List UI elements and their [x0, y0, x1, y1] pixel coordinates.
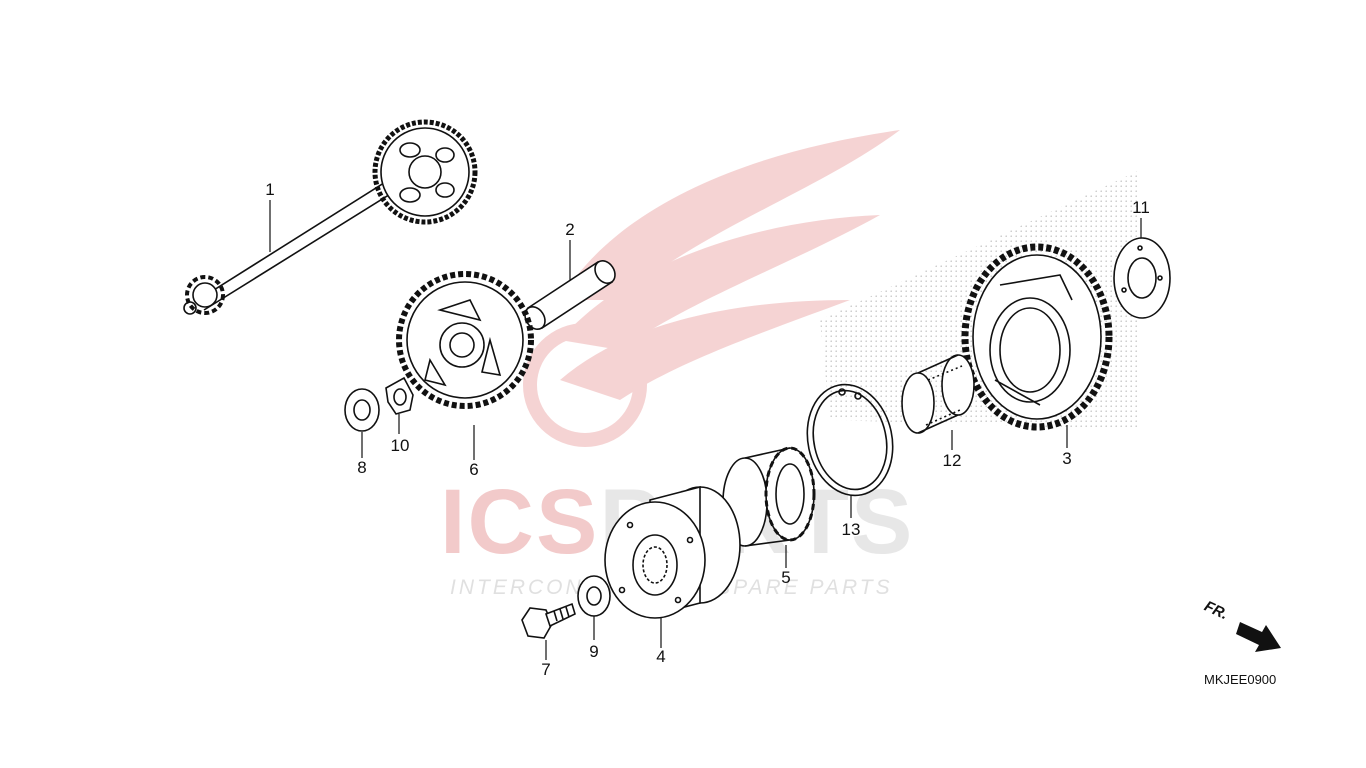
callout-9: 9 [589, 642, 599, 661]
callout-13: 13 [841, 520, 861, 539]
callout-3: 3 [1062, 449, 1072, 468]
callout-1: 1 [265, 180, 275, 199]
callout-leaders [269, 200, 1142, 660]
watermark-wing-icon [523, 130, 900, 447]
callout-6: 6 [469, 460, 479, 479]
callout-2: 2 [565, 220, 575, 239]
callout-4: 4 [656, 647, 666, 666]
callout-10: 10 [390, 436, 410, 455]
part-9-washer-icon [577, 575, 611, 617]
callout-8: 8 [357, 458, 367, 477]
part-2-pin-icon [524, 260, 616, 330]
callout-5: 5 [781, 568, 791, 587]
part-4-clutch-outer-icon [604, 485, 741, 619]
part-10-lock-washer-icon [385, 376, 414, 415]
part-6-gear-icon [396, 271, 534, 409]
callout-11: 11 [1132, 198, 1150, 217]
part-8-washer-icon [344, 388, 380, 432]
part-13-circlip-icon [806, 383, 894, 497]
part-11-thrust-washer-icon [1113, 237, 1171, 319]
part-5-one-way-clutch-icon [722, 446, 816, 547]
watermark-brand-red: ICS [440, 471, 600, 573]
front-direction-arrow-icon [1236, 622, 1281, 652]
diagram-code: MKJEE0900 [1204, 672, 1277, 687]
part-12-needle-bearing-icon [901, 354, 975, 434]
part-7-bolt-icon [521, 602, 576, 639]
part-1-shaft-gear-icon [183, 119, 478, 315]
part-3-starter-gear-icon [961, 243, 1113, 431]
callout-12: 12 [942, 451, 962, 470]
callout-7: 7 [541, 660, 551, 679]
